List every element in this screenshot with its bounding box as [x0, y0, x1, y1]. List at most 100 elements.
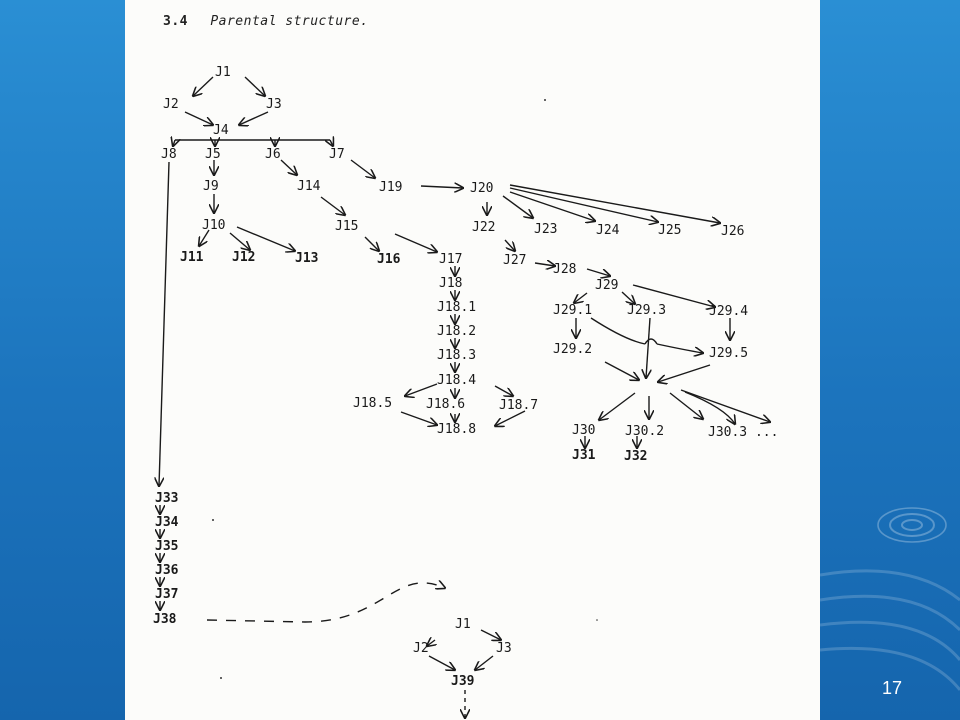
- edge: [428, 655, 455, 670]
- node-j4: J4: [213, 123, 229, 138]
- edge: [199, 229, 210, 246]
- node-j30-3: J30.3 ...: [708, 425, 778, 440]
- edge: [534, 263, 555, 266]
- edge: [502, 195, 533, 218]
- node-j18-6: J18.6: [426, 397, 465, 412]
- edge: [621, 291, 635, 304]
- node-j19: J19: [379, 180, 402, 195]
- edge: [173, 140, 175, 146]
- edge: [420, 186, 463, 188]
- edge: [680, 389, 770, 422]
- edge: [229, 232, 250, 250]
- node-j15: J15: [335, 219, 358, 234]
- edge: [320, 196, 345, 215]
- node-j11: J11: [180, 250, 204, 265]
- edge: [280, 159, 297, 175]
- edge: [504, 239, 515, 251]
- edge: [590, 317, 646, 345]
- node-j30-2: J30.2: [625, 424, 664, 439]
- edge: [244, 76, 265, 96]
- node-j18-5: J18.5: [353, 396, 392, 411]
- node-j18: J18: [439, 276, 462, 291]
- section-title: Parental structure.: [210, 14, 369, 29]
- node-j16: J16: [377, 252, 401, 267]
- node-j35: J35: [155, 539, 178, 554]
- edge: [236, 226, 295, 251]
- slide-page-number: 17: [881, 678, 903, 698]
- node-j39: J39: [451, 674, 474, 689]
- node-j13: J13: [295, 251, 318, 266]
- node-j18-3: J18.3: [437, 348, 476, 363]
- node-j38: J38: [153, 612, 177, 627]
- node-j18-4: J18.4: [437, 373, 476, 388]
- edge: [509, 184, 720, 223]
- edge: [646, 317, 650, 378]
- node-j29-2: J29.2: [553, 342, 592, 357]
- node-j9: J9: [203, 179, 219, 194]
- edge: [427, 640, 435, 646]
- node-j33: J33: [155, 491, 178, 506]
- node-j7: J7: [329, 147, 345, 162]
- edge: [405, 383, 438, 396]
- node-j29-3: J29.3: [627, 303, 666, 318]
- edge: [206, 583, 445, 623]
- edge: [574, 292, 588, 303]
- node-j18-8: J18.8: [437, 422, 476, 437]
- edge: [669, 392, 703, 419]
- document-sheet: 3.4 Parental structure.: [125, 0, 820, 720]
- node-j8: J8: [161, 147, 177, 162]
- node-j31: J31: [572, 448, 596, 463]
- edge: [658, 364, 711, 382]
- node-j2: J2: [163, 97, 179, 112]
- edge: [330, 140, 333, 146]
- node-j1-repeat: J1: [455, 617, 471, 632]
- edge: [239, 111, 269, 125]
- section-number: 3.4: [163, 14, 188, 29]
- edge: [400, 411, 437, 425]
- node-j34: J34: [155, 515, 179, 530]
- edge: [475, 655, 494, 670]
- edge: [644, 338, 658, 345]
- node-j26: J26: [721, 224, 744, 239]
- node-j29-4: J29.4: [709, 304, 748, 319]
- edge: [159, 161, 170, 486]
- node-j37: J37: [155, 587, 178, 602]
- node-j29-1: J29.1: [553, 303, 592, 318]
- edge: [684, 391, 735, 424]
- node-j2-repeat: J2: [413, 641, 429, 656]
- node-j18-7: J18.7: [499, 398, 538, 413]
- edge: [599, 392, 636, 420]
- node-j10: J10: [202, 218, 225, 233]
- node-j36: J36: [155, 563, 179, 578]
- edge: [480, 629, 501, 640]
- edge: [364, 236, 379, 251]
- node-j12: J12: [232, 250, 255, 265]
- parental-structure-diagram: J1 J2 J3 J4 J8 J5 J6 J7 J9 J14 J19 J20 J…: [153, 65, 778, 720]
- node-j18-2: J18.2: [437, 324, 476, 339]
- node-j5: J5: [205, 147, 221, 162]
- node-j6: J6: [265, 147, 281, 162]
- edge: [184, 111, 213, 125]
- edge: [586, 268, 610, 276]
- edge: [394, 233, 437, 252]
- edge: [350, 159, 375, 178]
- node-j23: J23: [534, 222, 557, 237]
- node-j14: J14: [297, 179, 321, 194]
- node-j3-repeat: J3: [496, 641, 512, 656]
- node-j24: J24: [596, 223, 620, 238]
- node-j20: J20: [470, 181, 493, 196]
- edge: [495, 410, 526, 426]
- node-j28: J28: [553, 262, 576, 277]
- diagram-edges: [159, 76, 770, 718]
- edge: [193, 76, 214, 96]
- node-j3: J3: [266, 97, 282, 112]
- edge: [494, 385, 513, 396]
- edge: [656, 343, 703, 353]
- edge: [604, 361, 639, 380]
- edge: [632, 284, 715, 307]
- scan-specks: [212, 99, 598, 679]
- node-j29-5: J29.5: [709, 346, 748, 361]
- node-j22: J22: [472, 220, 495, 235]
- node-j27: J27: [503, 253, 526, 268]
- node-j18-1: J18.1: [437, 300, 476, 315]
